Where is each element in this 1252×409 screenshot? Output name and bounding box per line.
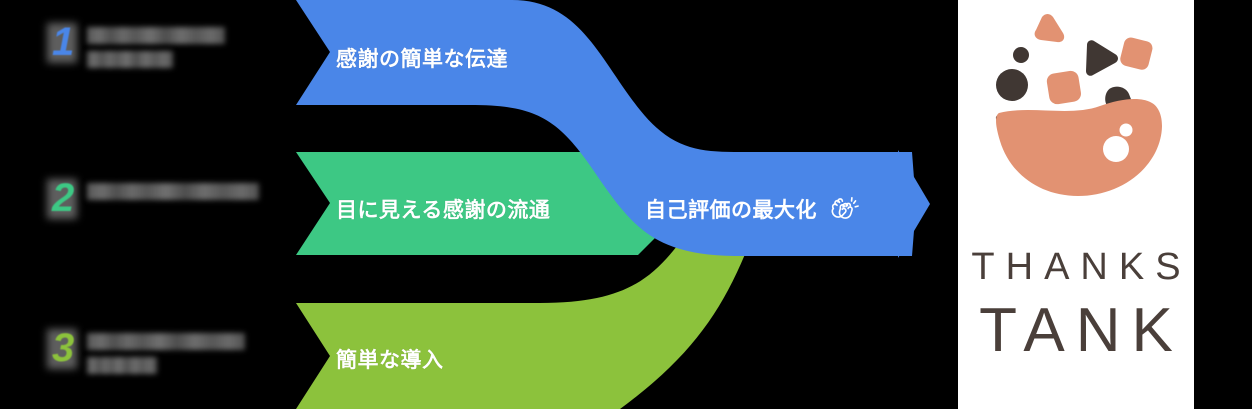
- ribbon-arrow-tip: [898, 150, 930, 258]
- step-number-3: 3: [52, 326, 74, 370]
- step-item-2: 2: [52, 176, 260, 220]
- redacted-text-line: [87, 333, 246, 350]
- bowl-highlight-small: [1119, 123, 1133, 137]
- logo-wordmark-line2: TANK: [979, 296, 1184, 365]
- redacted-text-line: [87, 183, 260, 200]
- ribbon-path-lime: [296, 215, 760, 409]
- confetti-triangle-orange: [1034, 14, 1065, 43]
- bowl-shape-orange: [996, 99, 1162, 196]
- redacted-text-line: [87, 51, 174, 68]
- bowl-highlight-large: [1103, 136, 1129, 162]
- redacted-text-line: [87, 27, 226, 44]
- step-number-1: 1: [52, 20, 74, 64]
- confetti-square-orange-center: [1046, 70, 1081, 105]
- ribbon-label-green: 目に見える感謝の流通: [336, 199, 551, 222]
- thanks-tank-bowl-confetti-logo-icon: [995, 14, 1162, 196]
- redacted-text-line: [87, 357, 158, 374]
- confetti-triangle-dark: [1086, 40, 1118, 76]
- ribbon-label-blue: 感謝の簡単な伝達: [336, 48, 508, 71]
- step-caption-3-redacted: [87, 328, 246, 374]
- logo-wordmark: THANKS TANK: [958, 248, 1194, 363]
- logo-wordmark-line1: THANKS: [971, 246, 1192, 288]
- step-item-1: 1: [52, 20, 226, 68]
- confetti-dot-small-dark: [1013, 47, 1029, 63]
- step-caption-1-redacted: [87, 22, 226, 68]
- ribbon-path-green: [296, 152, 690, 255]
- confetti-dot-large-dark: [996, 69, 1028, 101]
- confetti-square-orange-right: [1120, 37, 1153, 70]
- ribbon-path-blue: [296, 0, 916, 256]
- clapping-hands-icon: [831, 196, 859, 219]
- result-label-group: 自己評価の最大化: [645, 192, 861, 226]
- step-number-2: 2: [52, 176, 74, 220]
- step-caption-2-redacted: [87, 178, 260, 200]
- logo-panel: THANKS TANK: [958, 0, 1194, 409]
- step-item-3: 3: [52, 326, 246, 374]
- ribbon-label-lime: 簡単な導入: [336, 349, 444, 372]
- result-label-text: 自己評価の最大化: [645, 199, 817, 222]
